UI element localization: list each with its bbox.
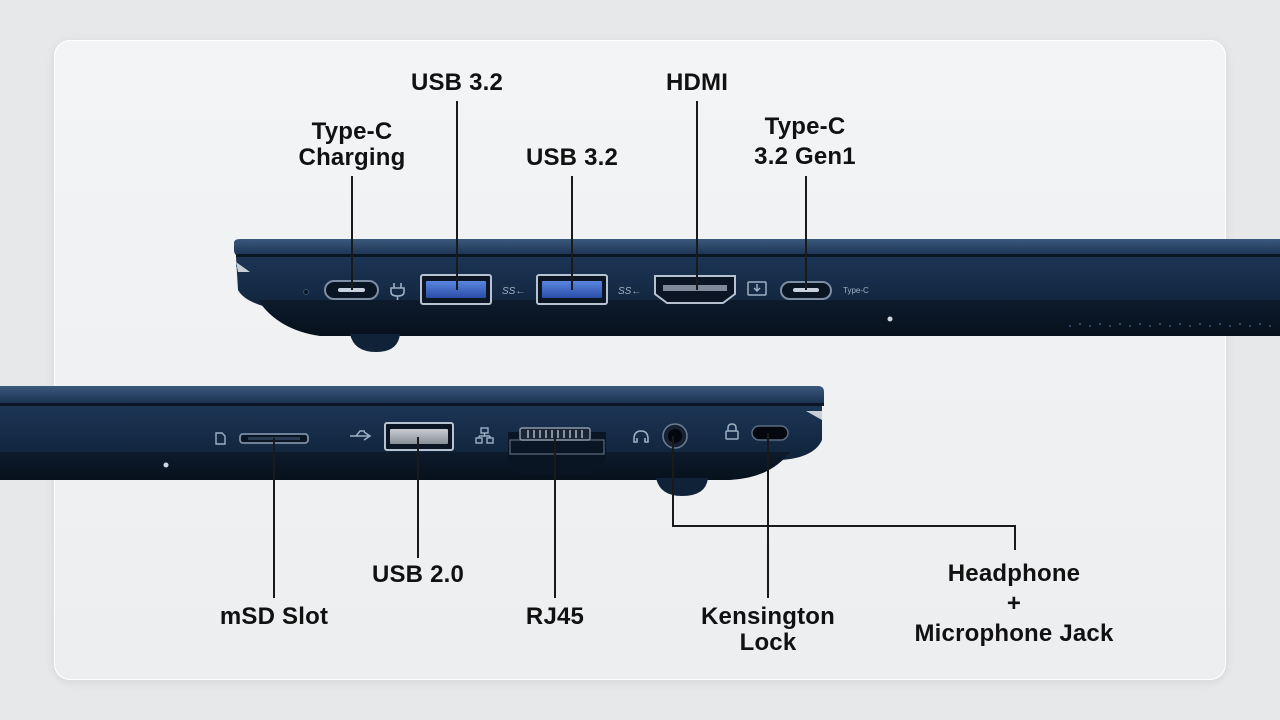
- mic-hole: [163, 462, 169, 468]
- label-line: Kensington: [701, 603, 835, 630]
- leader-headphone: [672, 436, 1016, 550]
- label-line: Headphone: [947, 560, 1081, 587]
- label-kensington-lock: Kensington Lock: [678, 604, 858, 656]
- hdmi-port-pins: [663, 285, 727, 291]
- body-side: [236, 257, 1280, 312]
- label-line: 3.2 Gen1: [754, 143, 856, 170]
- label-line: +: [1006, 590, 1022, 617]
- power-plug-icon: [390, 283, 405, 300]
- lid-seam: [236, 254, 1280, 257]
- usb-symbol-icon: [350, 430, 372, 441]
- label-usb32-2: USB 3.2: [525, 144, 619, 171]
- label-line: Type-C: [764, 113, 846, 140]
- status-led: [303, 289, 309, 295]
- mic-hole: [887, 316, 893, 322]
- label-usb32-1: USB 3.2: [410, 69, 504, 96]
- audio-jack-hole: [668, 429, 682, 443]
- rubber-foot: [656, 478, 708, 496]
- label-headphone-mic-jack: Headphone + Microphone Jack: [894, 561, 1134, 647]
- label-hdmi: HDMI: [665, 69, 729, 96]
- sd-card-icon: [215, 432, 226, 445]
- label-type-c-charging: Type-C Charging: [282, 119, 422, 171]
- label-msd-slot: mSD Slot: [219, 603, 329, 630]
- leader-lines: [273, 101, 1016, 598]
- ss-logo-icon: SS←: [502, 286, 525, 297]
- label-usb20: USB 2.0: [371, 561, 465, 588]
- ss-logo-icon: SS←: [618, 286, 641, 297]
- lid-seam: [0, 403, 824, 406]
- usb20-port-tongue: [390, 429, 448, 444]
- laptop-left-side: [0, 386, 824, 496]
- laptop-right-side: SS← SS← Type-C: [234, 239, 1280, 352]
- label-type-c-gen1: Type-C 3.2 Gen1: [725, 114, 885, 170]
- label-line: Charging: [298, 144, 406, 171]
- rj45-flap-edge: [509, 439, 605, 455]
- headphone-icon: [633, 430, 649, 443]
- speaker-vent: [1068, 322, 1272, 328]
- type-c-marking: Type-C: [843, 286, 869, 295]
- label-rj45: RJ45: [525, 603, 585, 630]
- kensington-lock-slot: [751, 425, 789, 441]
- lid-top: [234, 239, 1280, 256]
- network-icon: [475, 427, 494, 444]
- rubber-foot: [350, 334, 400, 352]
- diagram-card: [54, 40, 1226, 680]
- hinge-edge: [806, 411, 822, 420]
- body-bottom: [258, 300, 1280, 336]
- hinge-edge: [236, 262, 250, 272]
- label-line: Type-C: [311, 118, 393, 145]
- display-output-icon: [747, 281, 767, 296]
- label-line: Lock: [739, 629, 797, 656]
- rj45-contacts: [527, 430, 583, 438]
- body-bottom: [0, 452, 790, 480]
- lid-top: [0, 386, 824, 404]
- lock-icon: [725, 423, 739, 440]
- label-line: Microphone Jack: [914, 620, 1114, 647]
